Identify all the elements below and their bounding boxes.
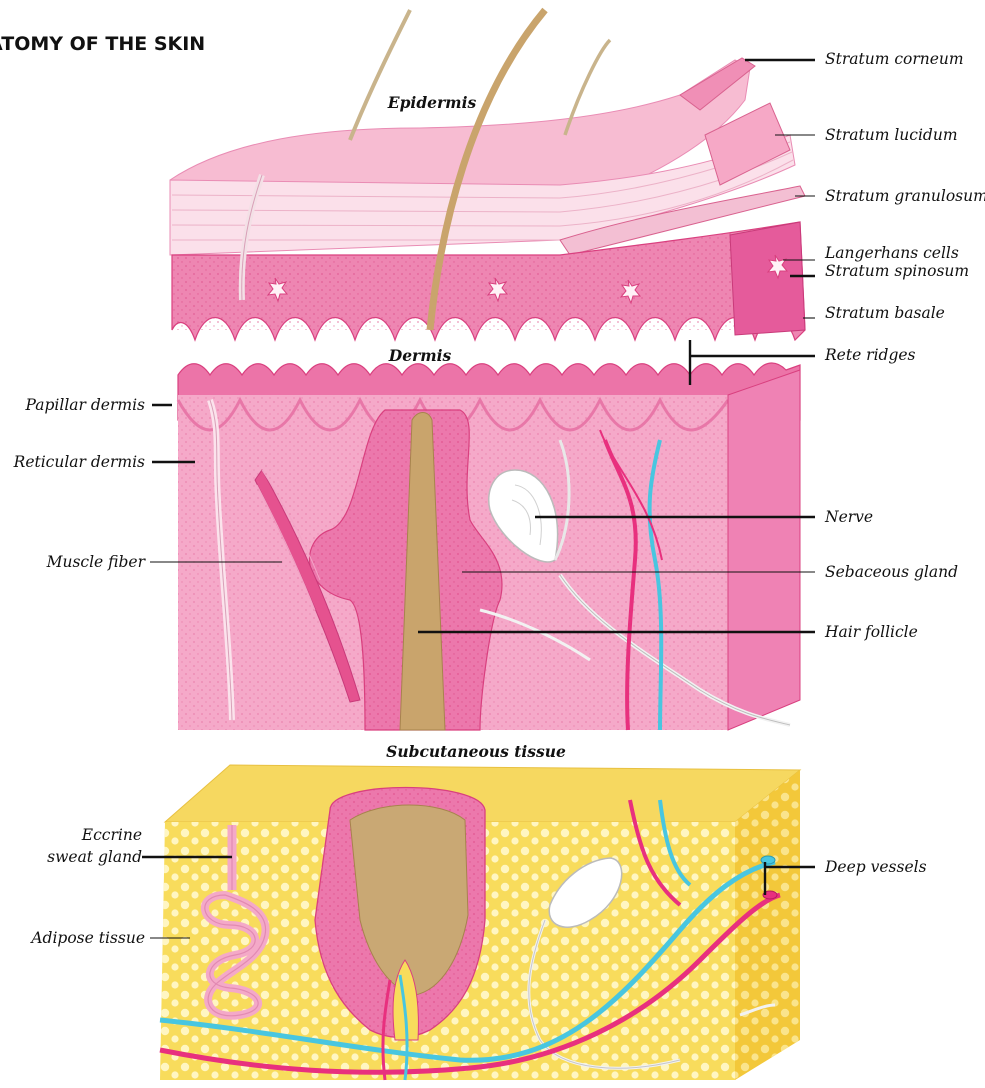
subcutaneous-block (160, 765, 800, 1080)
label-stratum-basale: Stratum basale (825, 304, 945, 322)
label-stratum-corneum: Stratum corneum (825, 50, 964, 68)
dermis-block (178, 363, 800, 730)
label-stratum-lucidum: Stratum lucidum (825, 126, 958, 144)
label-papillar-dermis: Papillar dermis (25, 396, 146, 414)
label-sebaceous-gland: Sebaceous gland (825, 563, 958, 581)
epidermis-block (170, 10, 805, 340)
label-reticular-dermis: Reticular dermis (13, 453, 145, 471)
section-dermis: Dermis (388, 346, 452, 365)
label-nerve: Nerve (824, 508, 873, 526)
diagram-title: ATOMY OF THE SKIN (0, 33, 205, 55)
section-subcutaneous: Subcutaneous tissue (386, 742, 566, 761)
label-stratum-spinosum: Stratum spinosum (825, 262, 969, 280)
section-epidermis: Epidermis (387, 93, 477, 112)
label-eccrine-line1: Eccrine (81, 826, 142, 844)
label-deep-vessels: Deep vessels (824, 858, 927, 876)
label-stratum-granulosum: Stratum granulosum (825, 187, 985, 205)
epidermis-side-face (730, 222, 805, 335)
label-adipose-tissue: Adipose tissue (29, 929, 145, 947)
label-rete-ridges: Rete ridges (824, 346, 916, 364)
label-eccrine-line2: sweat gland (47, 848, 142, 866)
label-hair-follicle: Hair follicle (824, 623, 918, 641)
label-langerhans-cells: Langerhans cells (824, 244, 959, 262)
label-muscle-fiber: Muscle fiber (46, 553, 147, 571)
dermis-side-face (728, 370, 800, 730)
